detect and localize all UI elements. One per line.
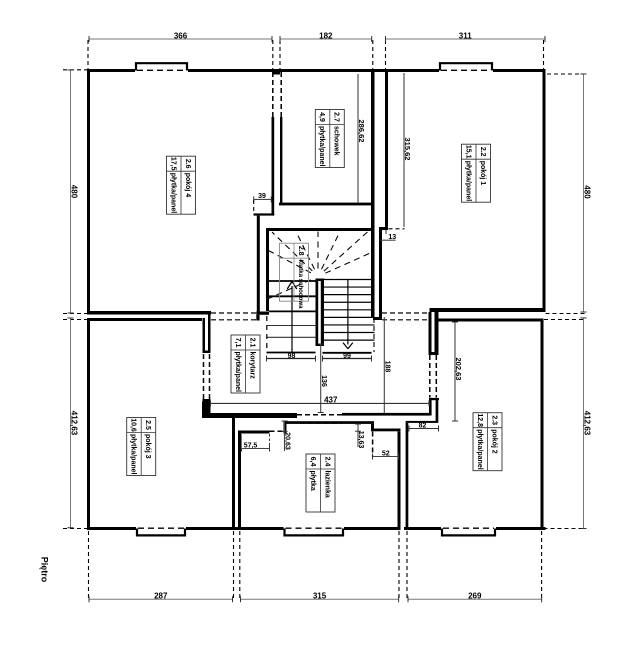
svg-text:4,9: 4,9: [318, 112, 325, 122]
svg-text:płytka: płytka: [309, 471, 316, 491]
svg-text:269: 269: [468, 591, 482, 600]
svg-text:2.3: 2.3: [490, 415, 497, 425]
svg-text:płytka/panel: płytka/panel: [318, 126, 325, 167]
svg-text:pokój 4: pokój 4: [184, 173, 191, 198]
svg-text:Piętro: Piętro: [39, 557, 49, 583]
svg-text:286,62: 286,62: [357, 120, 366, 143]
svg-text:13: 13: [388, 234, 396, 241]
svg-text:57,5: 57,5: [244, 443, 258, 450]
svg-text:korytarz: korytarz: [248, 352, 255, 380]
svg-text:2.7: 2.7: [333, 112, 340, 122]
svg-text:99: 99: [343, 353, 351, 360]
svg-text:2.1: 2.1: [248, 338, 255, 348]
svg-text:płytka/panel: płytka/panel: [464, 161, 471, 202]
svg-text:52: 52: [382, 451, 390, 458]
svg-text:2.2: 2.2: [479, 147, 486, 157]
svg-text:315,62: 315,62: [403, 138, 412, 161]
svg-text:480: 480: [70, 185, 79, 199]
svg-text:płytka/panel: płytka/panel: [129, 434, 136, 475]
svg-text:182: 182: [319, 31, 333, 40]
svg-text:7,1: 7,1: [234, 338, 241, 348]
svg-text:366: 366: [174, 31, 188, 40]
svg-text:20,63: 20,63: [284, 432, 291, 450]
svg-text:13,63: 13,63: [357, 431, 364, 449]
svg-text:2.4: 2.4: [323, 457, 330, 467]
svg-text:2.6: 2.6: [184, 159, 191, 169]
svg-text:39: 39: [258, 193, 266, 200]
svg-text:płytka/panel: płytka/panel: [234, 352, 241, 393]
svg-text:98: 98: [288, 353, 296, 360]
svg-text:łazienka: łazienka: [323, 471, 330, 498]
svg-text:315: 315: [313, 591, 327, 600]
svg-text:437: 437: [324, 396, 338, 405]
svg-text:15,1: 15,1: [464, 145, 471, 159]
svg-text:klatka schodowa: klatka schodowa: [297, 260, 304, 309]
svg-text:136: 136: [320, 375, 327, 387]
svg-text:412,63: 412,63: [70, 411, 79, 436]
svg-text:pokój 1: pokój 1: [479, 161, 486, 186]
svg-text:2.8: 2.8: [297, 246, 304, 256]
svg-text:480: 480: [583, 185, 592, 199]
svg-text:311: 311: [459, 31, 472, 40]
svg-text:2.5: 2.5: [144, 420, 151, 430]
svg-text:188: 188: [383, 361, 390, 373]
svg-text:płytka/panel: płytka/panel: [169, 173, 176, 214]
svg-text:pokój 3: pokój 3: [144, 434, 151, 459]
svg-text:pokój 2: pokój 2: [490, 429, 497, 454]
svg-text:12,8: 12,8: [476, 413, 483, 427]
svg-text:412,63: 412,63: [583, 411, 592, 436]
svg-text:287: 287: [154, 591, 168, 600]
svg-text:6,4: 6,4: [309, 457, 316, 467]
svg-text:schowek: schowek: [333, 126, 340, 156]
svg-text:82: 82: [419, 423, 427, 430]
svg-text:17,5: 17,5: [169, 157, 176, 171]
svg-text:10,6: 10,6: [129, 418, 136, 432]
svg-text:202,63: 202,63: [454, 358, 463, 381]
svg-text:płytka/panel: płytka/panel: [476, 429, 483, 470]
